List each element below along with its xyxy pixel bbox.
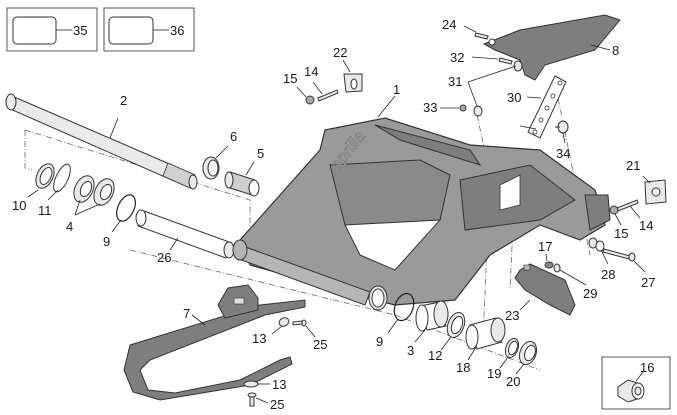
callout-25-lower: 25 xyxy=(270,397,284,412)
callout-31: 31 xyxy=(448,74,462,89)
part-12-seal: 12 xyxy=(428,311,466,363)
callout-10: 10 xyxy=(12,198,26,213)
part-21-plate: 21 xyxy=(626,158,667,205)
part-31-washers: 31 xyxy=(448,60,523,117)
callout-3: 3 xyxy=(407,343,414,358)
part-8-chain-guard-upper: 8 xyxy=(482,14,621,81)
part-7-chain-slider: 7 xyxy=(123,284,306,401)
inset-box-36: 36 xyxy=(103,7,195,52)
callout-18: 18 xyxy=(456,360,470,375)
part-11-circlip: 11 xyxy=(38,163,71,218)
callout-13-lower: 13 xyxy=(272,377,286,392)
part-13-slider-pad-upper: 13 xyxy=(252,317,290,346)
part-13-slider-pad-lower: 13 xyxy=(243,377,286,392)
part-32-screw: 32 xyxy=(450,50,513,65)
part-2-swingarm-axle: 2 xyxy=(5,93,198,190)
callout-9-left: 9 xyxy=(103,234,110,249)
callout-14-top: 14 xyxy=(304,64,318,79)
callout-34: 34 xyxy=(556,146,570,161)
callout-29: 29 xyxy=(583,286,597,301)
callout-1: 1 xyxy=(393,82,400,97)
part-19-washer: 19 xyxy=(487,337,520,381)
part-17-screw: 17 xyxy=(538,239,554,269)
callout-23: 23 xyxy=(505,308,519,323)
part-15-nut-right: 15 xyxy=(609,205,628,241)
callout-28: 28 xyxy=(601,267,615,282)
callout-30: 30 xyxy=(507,90,521,105)
part-20-nut: 20 xyxy=(506,340,538,389)
callout-7: 7 xyxy=(183,306,190,321)
callout-8: 8 xyxy=(612,43,619,58)
callout-22: 22 xyxy=(333,45,347,60)
part-18-bushing: 18 xyxy=(456,317,506,375)
part-3-needle-bearing: 3 xyxy=(407,300,449,358)
callout-14-right: 14 xyxy=(639,218,653,233)
callout-25-upper: 25 xyxy=(313,337,327,352)
callout-6: 6 xyxy=(230,129,237,144)
callout-13-upper: 13 xyxy=(252,331,266,346)
callout-16: 16 xyxy=(640,360,654,375)
part-9-oring-right: 9 xyxy=(376,292,415,349)
callout-19: 19 xyxy=(487,366,501,381)
callout-21: 21 xyxy=(626,158,640,173)
part-9-oring-left: 9 xyxy=(103,194,136,249)
callout-11: 11 xyxy=(38,203,52,218)
part-27-bolt: 27 xyxy=(602,248,655,290)
part-1-swingarm: aprilia 1 xyxy=(232,82,611,311)
callout-20: 20 xyxy=(506,374,520,389)
part-10-seal: 10 xyxy=(12,163,55,213)
callout-17: 17 xyxy=(538,239,552,254)
callout-27: 27 xyxy=(641,275,655,290)
part-29-washer: 29 xyxy=(553,263,597,301)
callout-4: 4 xyxy=(66,219,73,234)
inset-box-35: 35 xyxy=(6,7,98,52)
callout-35: 35 xyxy=(73,23,87,38)
callout-5: 5 xyxy=(257,146,264,161)
part-14-bolt-top: 14 xyxy=(304,64,339,102)
callout-15-top: 15 xyxy=(283,71,297,86)
part-25-screw-lower: 25 xyxy=(247,392,284,412)
part-22-plate: 22 xyxy=(333,45,363,93)
part-33-nut: 33 xyxy=(423,100,467,115)
part-15-nut-top: 15 xyxy=(283,71,315,105)
callout-15-right: 15 xyxy=(614,226,628,241)
part-28-spacer: 28 xyxy=(588,237,615,282)
part-26-spacer-tube: 26 xyxy=(135,209,235,265)
callout-36: 36 xyxy=(170,23,184,38)
part-4-bearings: 4 xyxy=(66,175,115,234)
part-6-ring-nut: 6 xyxy=(202,129,237,180)
callout-2: 2 xyxy=(120,93,127,108)
part-23-chain-guard-lower: 23 xyxy=(505,263,576,323)
callout-26: 26 xyxy=(157,250,171,265)
part-34-knob: 34 xyxy=(555,120,570,161)
callout-33: 33 xyxy=(423,100,437,115)
callout-9-right: 9 xyxy=(376,334,383,349)
part-25-screw-upper: 25 xyxy=(292,319,327,352)
part-24-screw: 24 xyxy=(442,17,489,40)
part-30-bracket: 30 xyxy=(507,75,567,139)
inset-box-16: 16 xyxy=(601,356,671,410)
callout-12: 12 xyxy=(428,348,442,363)
callout-32: 32 xyxy=(450,50,464,65)
part-5-threaded-bushing: 5 xyxy=(224,146,264,197)
callout-24: 24 xyxy=(442,17,456,32)
